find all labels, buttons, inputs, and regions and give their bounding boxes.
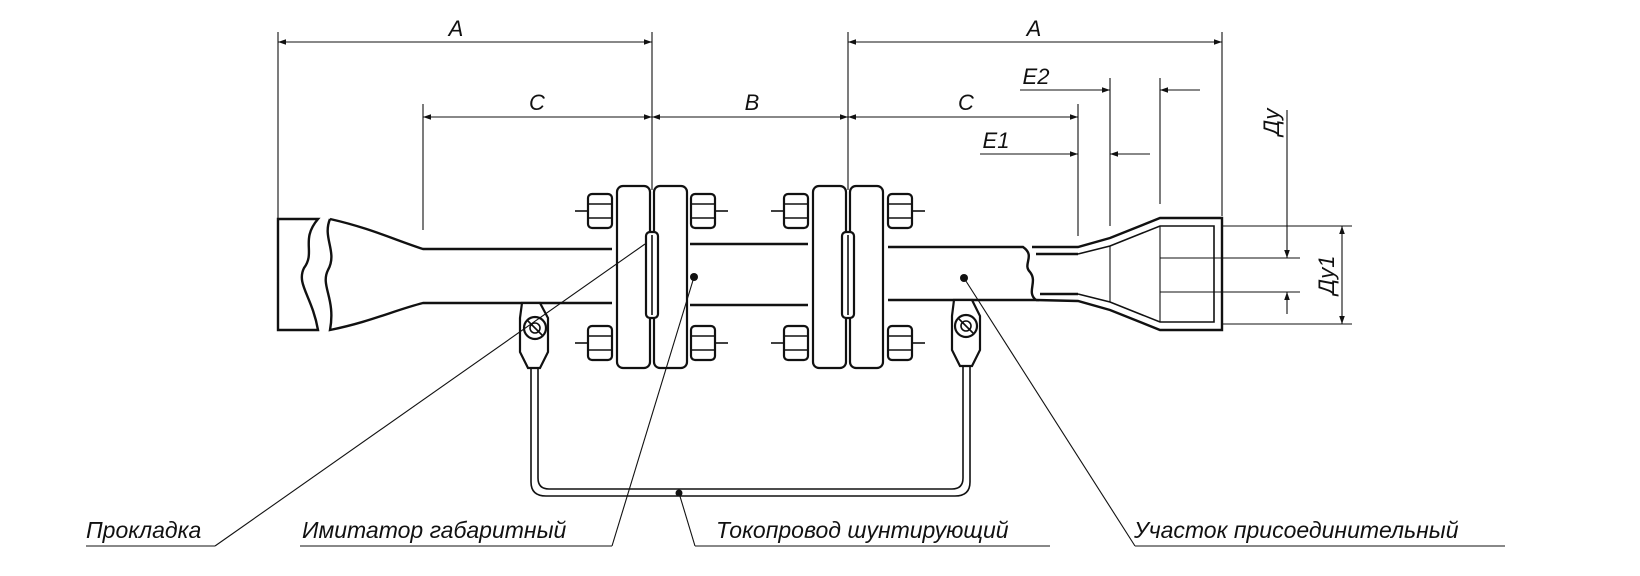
callout-gasket: Прокладка [86, 517, 201, 543]
simulator-pipe [690, 242, 808, 307]
callout-simulator: Имитатор габаритный [302, 517, 567, 543]
dim-a-right-label: A [1025, 16, 1042, 41]
callout-shunt: Токопровод шунтирующий [716, 517, 1009, 543]
flange-pair-left [575, 184, 728, 370]
dim-c-right-label: C [958, 90, 974, 115]
dim-a-left-label: A [447, 16, 464, 41]
leader-lines [86, 243, 1505, 547]
flange-pair-right [771, 184, 925, 370]
right-pipe [888, 216, 1224, 332]
dimension-lines [277, 32, 1352, 325]
dim-du1-label: Ду1 [1314, 256, 1339, 298]
dim-b-label: B [745, 90, 760, 115]
dim-e2-label: E2 [1023, 64, 1050, 89]
left-pipe [276, 217, 612, 332]
dim-c-left-label: C [529, 90, 545, 115]
dim-du-label: Ду [1259, 107, 1284, 139]
dim-e1-label: E1 [983, 128, 1010, 153]
callout-connection: Участок присоединительный [1133, 517, 1459, 543]
shunt-conductor [518, 298, 982, 497]
